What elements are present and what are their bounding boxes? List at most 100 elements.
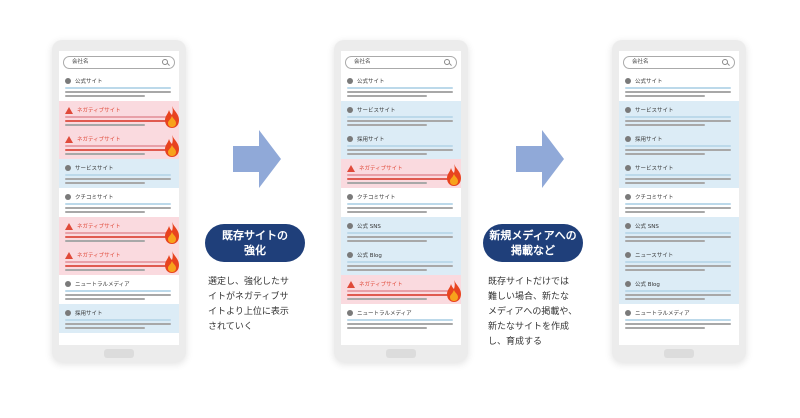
badge-line: 掲載など <box>511 244 555 257</box>
result-item[interactable]: サービスサイト <box>59 159 179 188</box>
result-item-label: ネガティブサイト <box>77 137 121 143</box>
dot-icon <box>347 223 353 229</box>
result-item-header: ネガティブサイト <box>65 135 121 143</box>
placeholder-text-line <box>347 87 453 89</box>
result-item[interactable]: 公式サイト <box>341 72 461 101</box>
placeholder-text-line <box>625 174 731 176</box>
result-item[interactable]: 採用サイト <box>619 130 739 159</box>
placeholder-text-line <box>347 174 453 176</box>
result-item[interactable]: クチコミサイト <box>341 188 461 217</box>
dot-icon <box>347 107 353 113</box>
search-icon <box>162 59 168 65</box>
search-bar[interactable]: 会社名 <box>345 56 457 69</box>
result-item-label: ニュースサイト <box>635 253 674 259</box>
phone-screen: 会社名 公式サイトサービスサイト採用サイトサービスサイトクチコミサイト公式 SN… <box>619 51 739 345</box>
placeholder-text-line <box>347 236 453 238</box>
phone-before: 会社名 公式サイトネガティブサイトネガティブサイトサービスサイトクチコミサイトネ… <box>52 40 186 362</box>
placeholder-text-line <box>347 120 453 122</box>
result-item-header: クチコミサイト <box>347 193 396 201</box>
result-item-header: 採用サイト <box>625 135 663 143</box>
result-item-negative[interactable]: ネガティブサイト <box>341 159 461 188</box>
result-item[interactable]: 公式 Blog <box>341 246 461 275</box>
result-item-label: サービスサイト <box>75 166 114 172</box>
placeholder-text-line <box>65 298 145 300</box>
result-item-label: 公式 SNS <box>635 224 659 230</box>
result-item-header: 公式 Blog <box>347 251 382 259</box>
dot-icon <box>625 165 631 171</box>
result-item[interactable]: サービスサイト <box>341 101 461 130</box>
dot-icon <box>65 165 71 171</box>
result-item[interactable]: ニュートラルメディア <box>59 275 179 304</box>
result-item-header: ニュートラルメディア <box>625 309 690 317</box>
placeholder-text-line <box>65 182 145 184</box>
fire-icon <box>445 279 461 303</box>
search-bar[interactable]: 会社名 <box>623 56 735 69</box>
placeholder-text-line <box>347 116 453 118</box>
result-item-header: 公式 SNS <box>625 222 659 230</box>
placeholder-text-line <box>347 319 453 321</box>
placeholder-text-line <box>65 149 171 151</box>
result-item[interactable]: 公式サイト <box>59 72 179 101</box>
result-item[interactable]: ニュートラルメディア <box>341 304 461 333</box>
result-item[interactable]: クチコミサイト <box>59 188 179 217</box>
placeholder-text-line <box>625 207 731 209</box>
result-item-label: クチコミサイト <box>75 195 114 201</box>
placeholder-text-line <box>65 211 145 213</box>
result-item[interactable]: 採用サイト <box>341 130 461 159</box>
badge-line: 既存サイトの <box>222 229 288 242</box>
result-item[interactable]: 公式サイト <box>619 72 739 101</box>
result-item-label: 公式 Blog <box>635 282 660 288</box>
result-item[interactable]: 公式 Blog <box>619 275 739 304</box>
placeholder-text-line <box>347 95 427 97</box>
result-item-header: ネガティブサイト <box>65 251 121 259</box>
result-item-negative[interactable]: ネガティブサイト <box>59 246 179 275</box>
placeholder-text-line <box>625 116 731 118</box>
result-item-label: ネガティブサイト <box>359 166 403 172</box>
result-item-label: クチコミサイト <box>357 195 396 201</box>
description-line: し、育成する <box>488 337 543 347</box>
result-item-header: クチコミサイト <box>65 193 114 201</box>
result-item-label: ニュートラルメディア <box>635 311 690 317</box>
result-item[interactable]: サービスサイト <box>619 101 739 130</box>
placeholder-text-line <box>347 203 453 205</box>
badge-line: 強化 <box>244 244 266 257</box>
placeholder-text-line <box>625 269 705 271</box>
placeholder-text-line <box>625 294 731 296</box>
dot-icon <box>65 281 71 287</box>
placeholder-text-line <box>625 120 731 122</box>
placeholder-text-line <box>347 124 427 126</box>
placeholder-text-line <box>347 265 453 267</box>
result-item[interactable]: ニュートラルメディア <box>619 304 739 333</box>
step-description-strengthen: 選定し、強化したサ イトがネガティブサ イトより上位に表示 されていく <box>208 275 289 335</box>
result-item[interactable]: 採用サイト <box>59 304 179 333</box>
dot-icon <box>65 310 71 316</box>
result-item-negative[interactable]: ネガティブサイト <box>341 275 461 304</box>
result-item[interactable]: 公式 SNS <box>619 217 739 246</box>
placeholder-text-line <box>625 323 731 325</box>
placeholder-text-line <box>65 261 171 263</box>
result-item[interactable]: 公式 SNS <box>341 217 461 246</box>
result-item-label: 採用サイト <box>357 137 385 143</box>
result-item-header: 公式サイト <box>65 77 103 85</box>
placeholder-text-line <box>625 145 731 147</box>
search-label: 会社名 <box>354 59 371 65</box>
dot-icon <box>625 252 631 258</box>
placeholder-text-line <box>347 327 427 329</box>
result-item-negative[interactable]: ネガティブサイト <box>59 217 179 246</box>
result-item-negative[interactable]: ネガティブサイト <box>59 130 179 159</box>
result-item[interactable]: クチコミサイト <box>619 188 739 217</box>
result-item[interactable]: サービスサイト <box>619 159 739 188</box>
dot-icon <box>347 78 353 84</box>
result-item-label: クチコミサイト <box>635 195 674 201</box>
search-icon <box>722 59 728 65</box>
result-item-negative[interactable]: ネガティブサイト <box>59 101 179 130</box>
result-item[interactable]: ニュースサイト <box>619 246 739 275</box>
search-bar[interactable]: 会社名 <box>63 56 175 69</box>
result-item-label: ネガティブサイト <box>77 224 121 230</box>
result-item-label: 採用サイト <box>75 311 103 317</box>
result-item-header: クチコミサイト <box>625 193 674 201</box>
search-label: 会社名 <box>632 59 649 65</box>
placeholder-text-line <box>347 294 453 296</box>
